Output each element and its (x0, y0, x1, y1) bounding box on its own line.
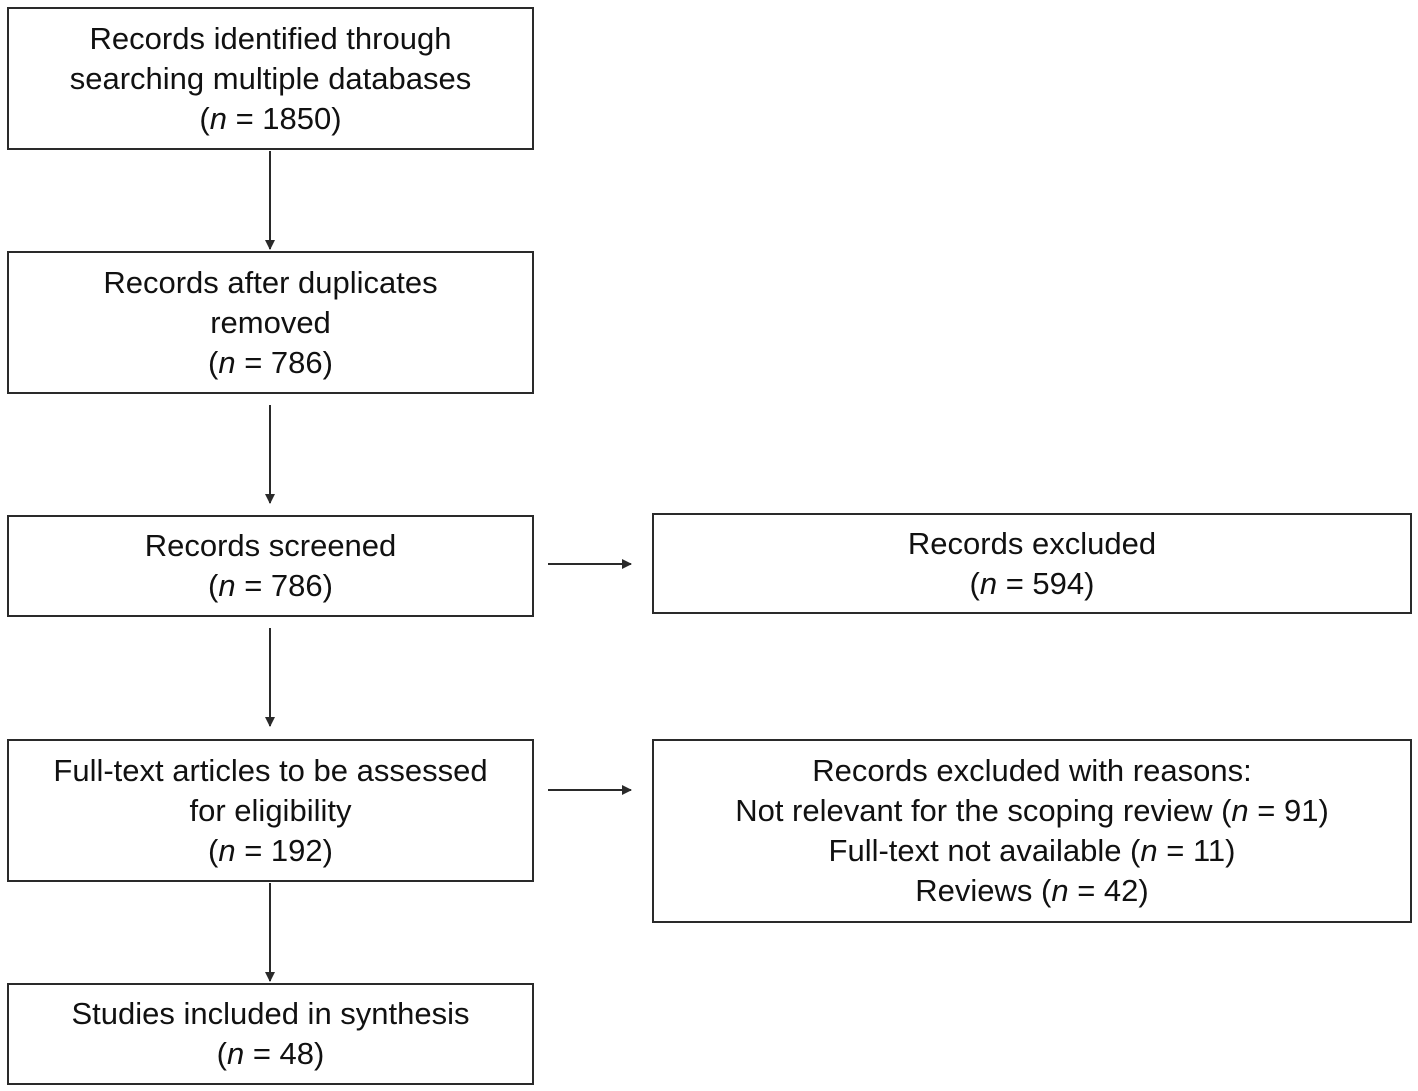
reason-reviews: Reviews (n = 42) (915, 873, 1149, 908)
box-records-identified-line2: searching multiple databases (69, 60, 472, 96)
box-records-screened-count: (n = 786) (208, 568, 333, 603)
box-records-excluded-line1: Records excluded (907, 525, 1157, 561)
box-full-text-articles-count: (n = 192) (208, 832, 333, 868)
box-studies-included-line1: Studies included in synthesis (71, 996, 470, 1031)
box-records-after-duplicates-line2: removed (210, 304, 331, 340)
box-studies-included-count: (n = 48) (216, 1036, 325, 1071)
box-records-excluded-count: (n = 594) (969, 565, 1095, 601)
box-records-after-duplicates: Records after duplicates removed (n = 78… (7, 251, 534, 394)
box-records-after-duplicates-line1: Records after duplicates (103, 264, 438, 300)
box-records-screened-line1: Records screened (144, 528, 397, 563)
box-records-excluded: Records excluded (n = 594) (652, 513, 1412, 614)
box-records-excluded-reasons-heading: Records excluded with reasons: (812, 753, 1252, 788)
reason-full-text-unavailable: Full-text not available (n = 11) (828, 833, 1236, 868)
box-records-excluded-reasons: Records excluded with reasons: Not relev… (652, 739, 1412, 923)
box-full-text-articles-line1: Full-text articles to be assessed (53, 752, 488, 788)
box-records-screened: Records screened (n = 786) (7, 515, 534, 617)
box-records-identified-line1: Records identified through (89, 20, 452, 56)
box-studies-included: Studies included in synthesis (n = 48) (7, 983, 534, 1085)
box-records-after-duplicates-count: (n = 786) (208, 344, 333, 380)
reason-not-relevant: Not relevant for the scoping review (n =… (735, 793, 1329, 828)
box-records-identified-count: (n = 1850) (199, 100, 342, 136)
box-full-text-articles-line2: for eligibility (189, 792, 352, 828)
box-records-identified: Records identified through searching mul… (7, 7, 534, 150)
box-full-text-articles: Full-text articles to be assessed for el… (7, 739, 534, 882)
